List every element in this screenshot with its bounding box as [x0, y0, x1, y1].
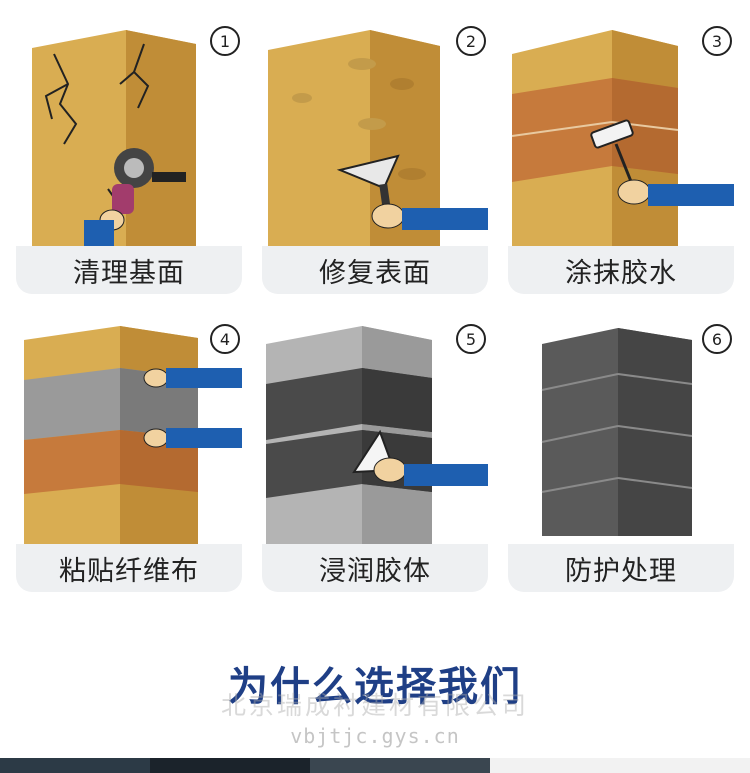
fiber-sheet-icon	[24, 326, 242, 544]
step-card-5: 5 浸润胶体	[262, 322, 488, 592]
step-number-badge: 6	[702, 324, 732, 354]
section-headline: 为什么选择我们	[228, 664, 522, 710]
step-card-6: 6 防护处理	[508, 322, 734, 592]
step-card-1: 1 清理基面	[16, 24, 242, 294]
step-card-2: 2 修复表面	[262, 24, 488, 294]
step-label: 涂抹胶水	[508, 246, 734, 294]
step-number-badge: 2	[456, 26, 486, 56]
step-label: 粘贴纤维布	[16, 544, 242, 592]
bottom-image-strip	[0, 758, 750, 773]
paint-roller-icon	[511, 30, 734, 246]
step-card-3: 3 涂抹胶水	[508, 24, 734, 294]
image-strip-segment	[310, 758, 490, 773]
step-number-badge: 3	[702, 26, 732, 56]
image-strip-segment	[0, 758, 150, 773]
image-strip-segment	[490, 758, 750, 773]
finished-column-icon	[541, 328, 693, 536]
scraper-icon	[266, 326, 488, 544]
step-label: 浸润胶体	[262, 544, 488, 592]
step-label: 修复表面	[262, 246, 488, 294]
putty-knife-icon	[268, 30, 488, 246]
company-watermark: 北京瑞成衬建材有限公司	[220, 691, 529, 720]
step-number-badge: 1	[210, 26, 240, 56]
step-card-4: 4 粘贴纤维布	[16, 322, 242, 592]
step-label: 清理基面	[16, 246, 242, 294]
step-label: 防护处理	[508, 544, 734, 592]
step-number-badge: 4	[210, 324, 240, 354]
angle-grinder-icon	[32, 30, 196, 246]
step-number-badge: 5	[456, 324, 486, 354]
image-strip-segment	[150, 758, 310, 773]
website-url: vbjtjc.gys.cn	[290, 724, 460, 748]
